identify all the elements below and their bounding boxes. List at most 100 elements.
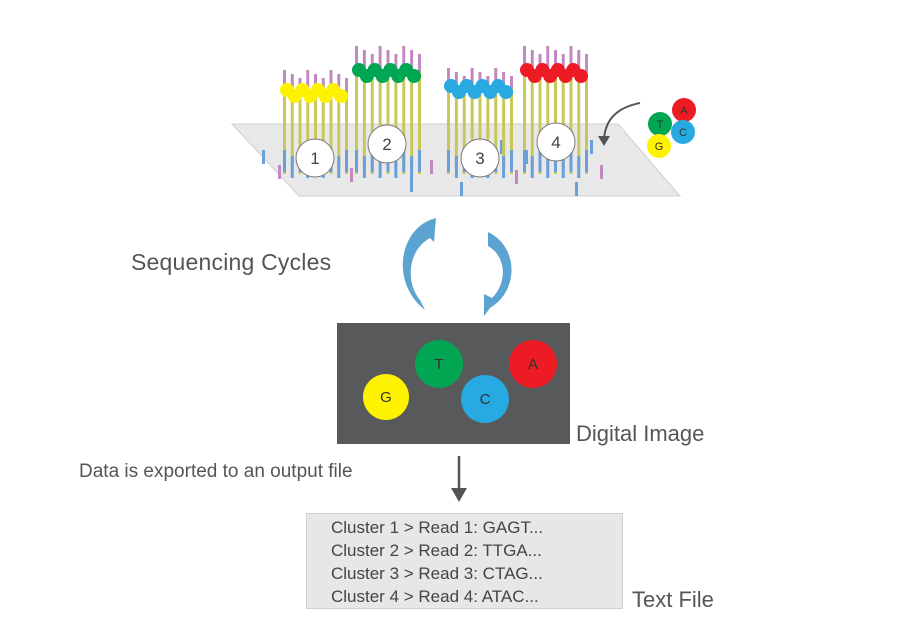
- strand: [569, 72, 573, 174]
- surface-strand: [525, 150, 528, 164]
- strand: [478, 88, 482, 174]
- strand-base: [447, 150, 450, 172]
- strand: [502, 88, 506, 168]
- strand-tip: [329, 70, 333, 92]
- strand-tip: [378, 46, 382, 72]
- down-arrow-icon: [451, 456, 467, 502]
- strand: [462, 88, 466, 174]
- strand-tip: [283, 70, 286, 92]
- surface-strand: [515, 170, 518, 184]
- strand-base: [502, 156, 506, 178]
- surface-strand: [430, 160, 433, 174]
- strand-tip: [494, 68, 498, 88]
- strand-tip: [402, 46, 406, 72]
- cycle-arrow-right-icon: [484, 232, 512, 316]
- strand: [362, 72, 366, 168]
- strand: [370, 72, 374, 174]
- strand-tip: [321, 78, 325, 92]
- digital-image-label: Digital Image: [576, 421, 705, 446]
- strand: [306, 92, 310, 168]
- strand-base: [345, 150, 348, 172]
- cluster-2: [352, 46, 421, 178]
- strand-base: [337, 156, 341, 178]
- strand: [386, 72, 390, 174]
- dye-blob: [574, 69, 588, 83]
- strand: [510, 88, 513, 174]
- cluster-label-1: 1: [295, 138, 335, 178]
- strand: [486, 88, 490, 168]
- surface-strand: [590, 140, 593, 154]
- surface-strand: [278, 165, 281, 179]
- strand-tip: [418, 54, 421, 72]
- cluster-number-2: 2: [382, 135, 391, 154]
- strand-base: [585, 150, 588, 172]
- strand: [410, 72, 414, 168]
- digital-image-panel: G T C A: [337, 323, 570, 444]
- spot-c-letter: C: [479, 390, 491, 408]
- dye-blob: [334, 89, 348, 103]
- strand-tip: [447, 68, 450, 88]
- strand-tip: [410, 50, 414, 72]
- strand-base: [577, 156, 581, 178]
- strand-base: [454, 156, 458, 178]
- spot-g-letter: G: [380, 388, 392, 406]
- cycle-arrow-left-icon: [402, 218, 436, 310]
- dye-blob: [499, 85, 513, 99]
- strand: [402, 72, 406, 174]
- strand-tip: [362, 50, 366, 72]
- surface-strand: [600, 165, 603, 179]
- cluster-number-4: 4: [551, 133, 560, 152]
- strand-tip: [577, 50, 581, 72]
- surface-strand: [410, 178, 413, 192]
- strand-base: [394, 156, 398, 178]
- strand: [538, 72, 542, 174]
- strand-base: [370, 150, 374, 172]
- read-line-4: Cluster 4 > Read 4: ATAC...: [331, 587, 539, 606]
- surface-strand: [262, 150, 265, 164]
- strand-tip: [510, 76, 513, 88]
- strand: [418, 72, 421, 174]
- nucleotide-c: C: [671, 120, 695, 144]
- nucleotide-g: G: [647, 134, 671, 158]
- strand-tip: [538, 54, 542, 72]
- strand-base: [410, 156, 414, 178]
- surface-strand: [500, 140, 503, 154]
- strand-tip: [370, 54, 374, 72]
- strand-base: [402, 150, 406, 172]
- export-label: Data is exported to an output file: [79, 461, 353, 482]
- strand-tip: [386, 50, 390, 72]
- strand-tip: [470, 68, 474, 88]
- strand: [577, 72, 581, 168]
- strand: [523, 72, 526, 174]
- dye-blob: [407, 69, 421, 83]
- strand-base: [530, 156, 534, 178]
- read-line-1: Cluster 1 > Read 1: GAGT...: [331, 518, 544, 537]
- strand-base: [523, 150, 526, 172]
- text-file-box: Cluster 1 > Read 1: GAGT... Cluster 2 > …: [306, 513, 623, 609]
- strand-base: [418, 150, 421, 172]
- spot-a: A: [509, 340, 557, 388]
- strand-base: [283, 150, 286, 172]
- strand: [494, 88, 498, 174]
- cluster-label-4: 4: [536, 122, 576, 162]
- strand: [378, 72, 382, 168]
- nucleotide-a: A: [672, 98, 696, 122]
- surface-strand: [575, 182, 578, 196]
- cluster-number-3: 3: [475, 149, 484, 168]
- cluster-number-1: 1: [310, 149, 319, 168]
- strand: [355, 72, 358, 174]
- strand-tip: [290, 74, 294, 92]
- strand: [394, 72, 398, 168]
- sequencing-cycles-label: Sequencing Cycles: [131, 249, 332, 275]
- svg-text:C: C: [679, 127, 687, 139]
- read-line-2: Cluster 2 > Read 2: TTGA...: [331, 541, 542, 560]
- strand-tip: [546, 46, 550, 72]
- strand: [314, 92, 317, 174]
- strand-base: [510, 150, 513, 172]
- strand: [337, 92, 341, 168]
- strand: [470, 88, 474, 168]
- incorporation-arrowhead-icon: [598, 136, 610, 146]
- strand-tip: [569, 46, 573, 72]
- strand: [561, 72, 565, 168]
